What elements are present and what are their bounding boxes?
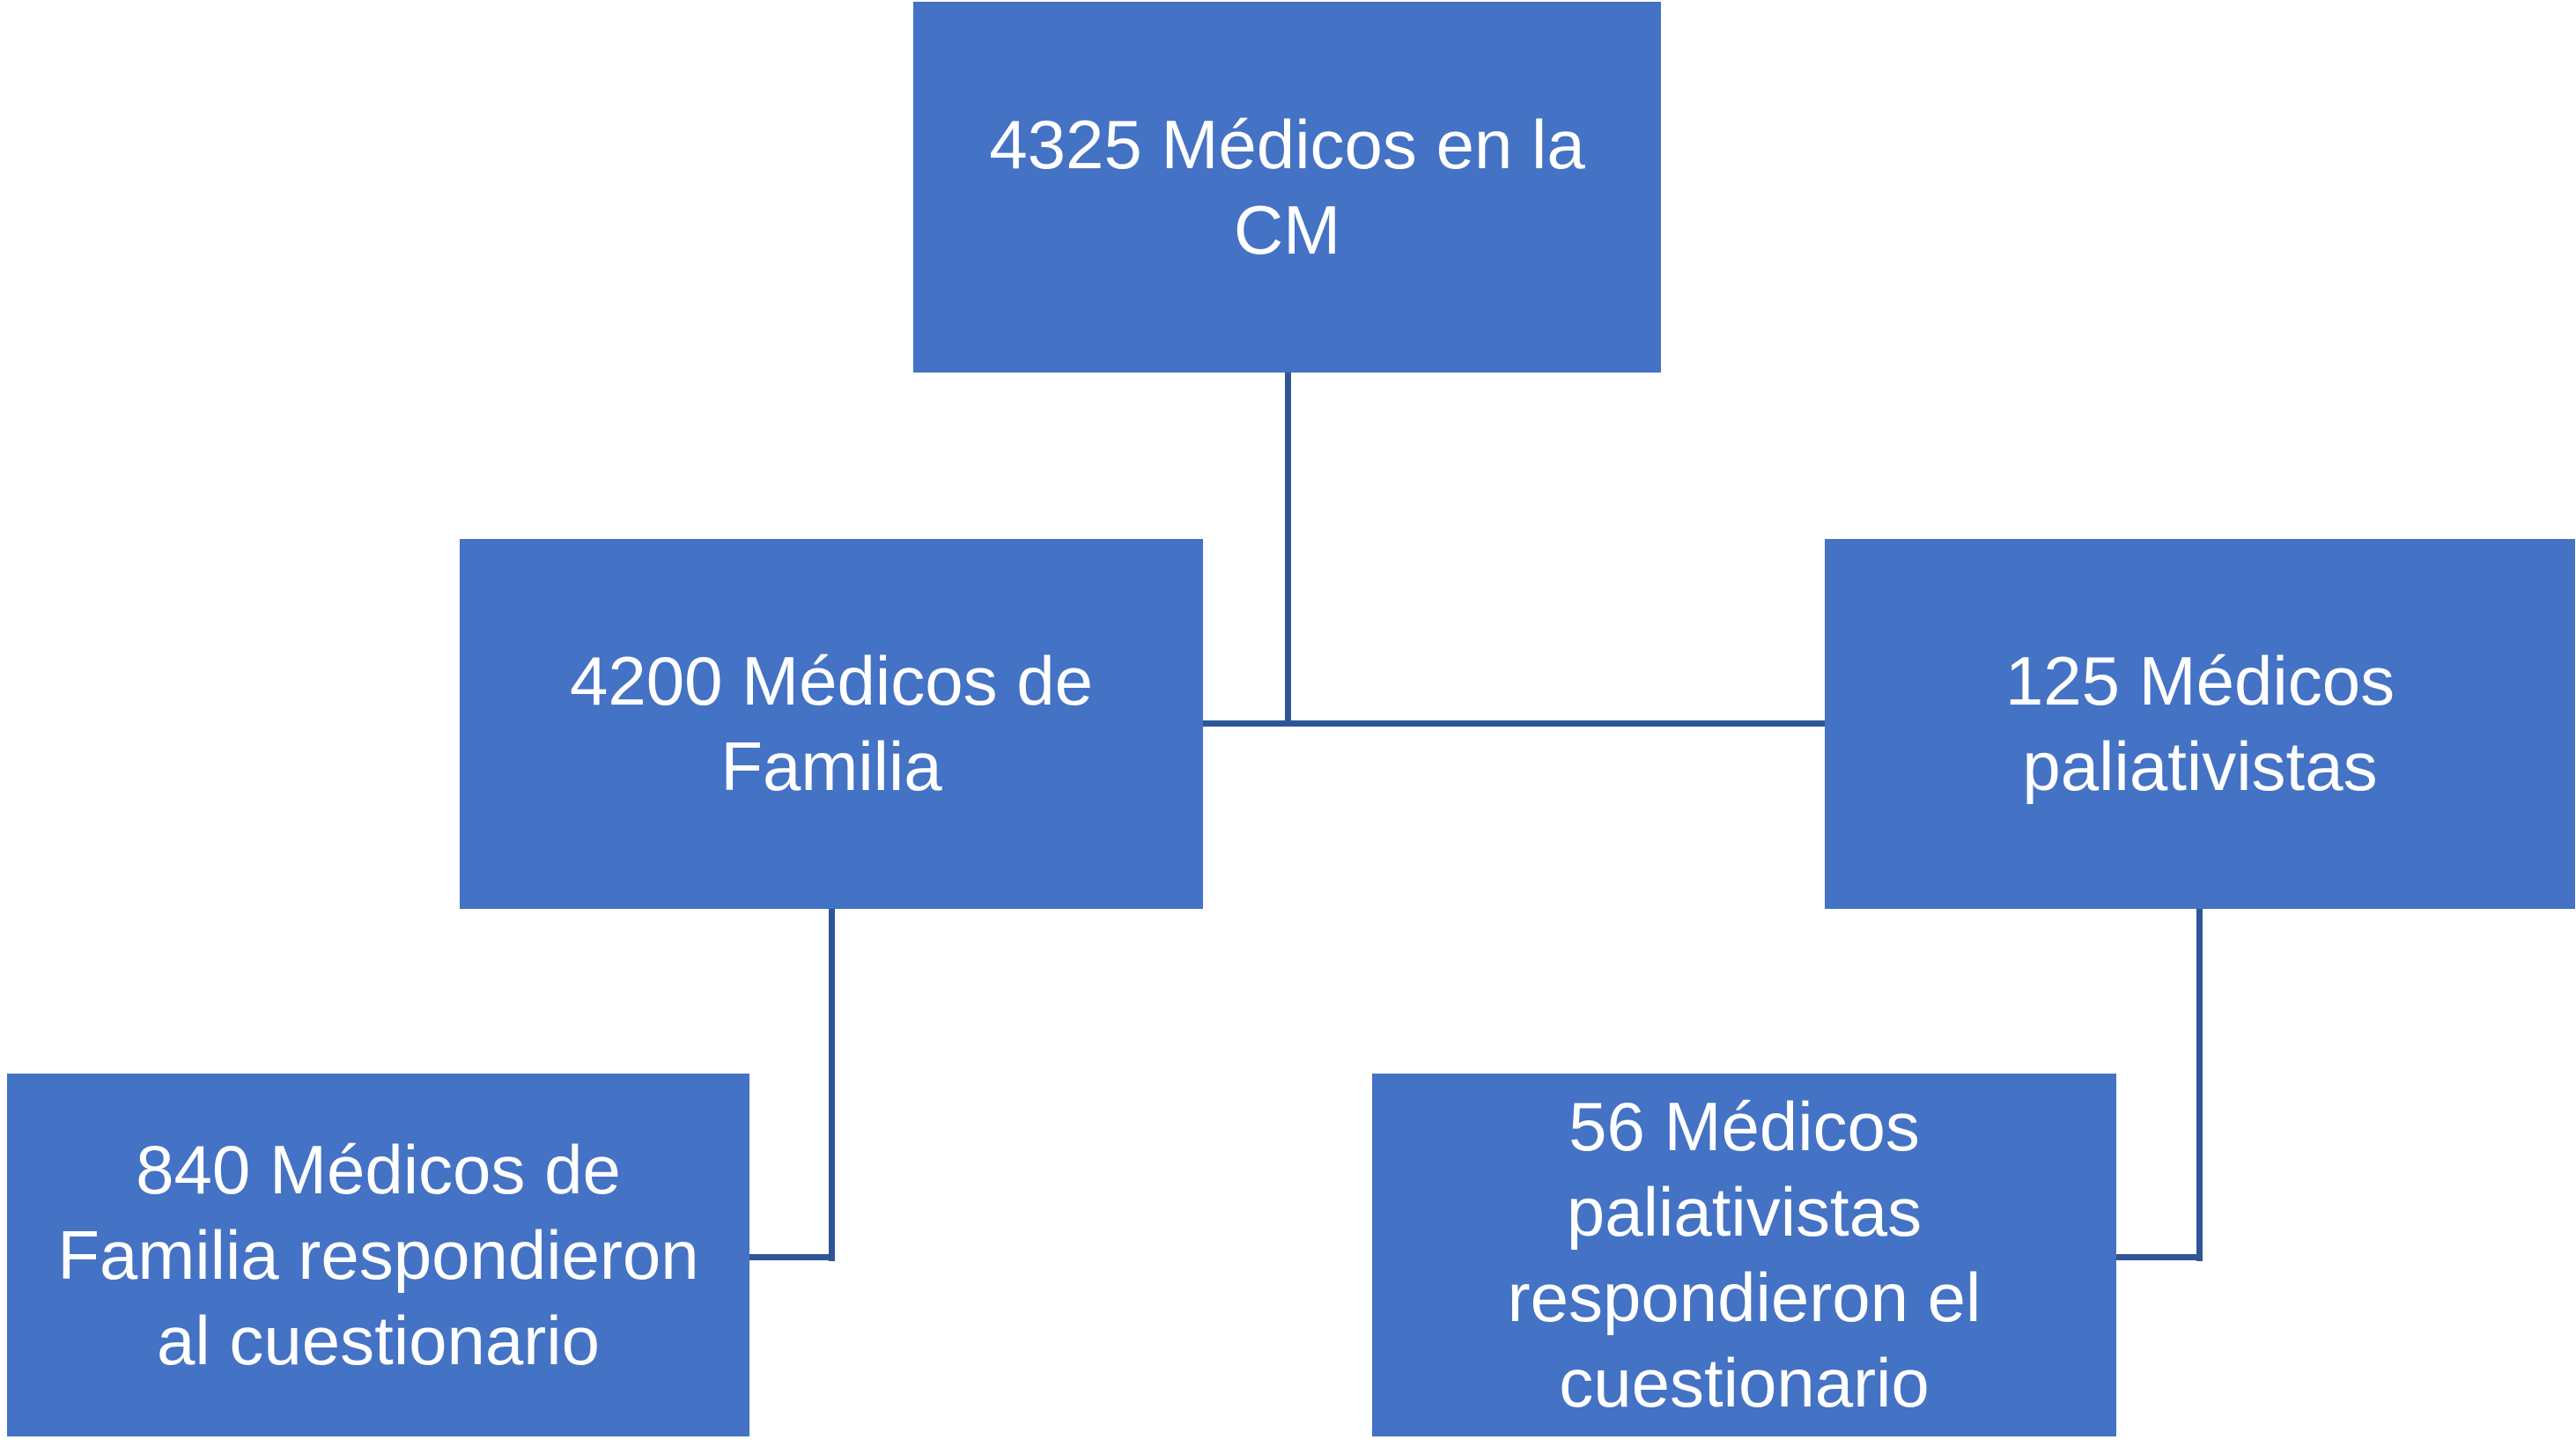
node-text-line: respondieron el [1507, 1259, 1982, 1336]
node-text-line: al cuestionario [157, 1301, 600, 1379]
connector-paliativistas-respondieron [2116, 1254, 2203, 1260]
node-text-line: paliativistas [2022, 727, 2378, 805]
connector-familia-down [829, 909, 835, 1261]
node-medicos-cm: 4325 Médicos en la CM [913, 2, 1661, 373]
node-text-line: Familia [720, 727, 942, 805]
node-text-line: 4325 Médicos en la [989, 105, 1585, 183]
node-paliativistas-respondieron: 56 Médicos paliativistas respondieron el… [1372, 1074, 2116, 1436]
connector-paliativistas-down [2196, 909, 2203, 1261]
connector-cm-down [1285, 373, 1291, 727]
node-medicos-familia: 4200 Médicos de Familia [460, 539, 1203, 909]
node-text-line: 56 Médicos [1568, 1088, 1920, 1165]
node-text-line: 4200 Médicos de [569, 642, 1094, 720]
node-text-line: Familia respondieron [57, 1215, 699, 1294]
node-text-line: cuestionario [1559, 1344, 1930, 1421]
node-text-line: paliativistas [1566, 1173, 1923, 1251]
node-text-line: 125 Médicos [2004, 642, 2395, 720]
connector-familia-respondieron [749, 1254, 835, 1260]
node-medicos-paliativistas: 125 Médicos paliativistas [1825, 539, 2575, 909]
node-text-line: 840 Médicos de [136, 1130, 621, 1208]
node-familia-respondieron: 840 Médicos de Familia respondieron al c… [7, 1074, 749, 1436]
connector-familia-paliativistas [1203, 720, 1825, 727]
node-text-line: CM [1233, 190, 1341, 269]
